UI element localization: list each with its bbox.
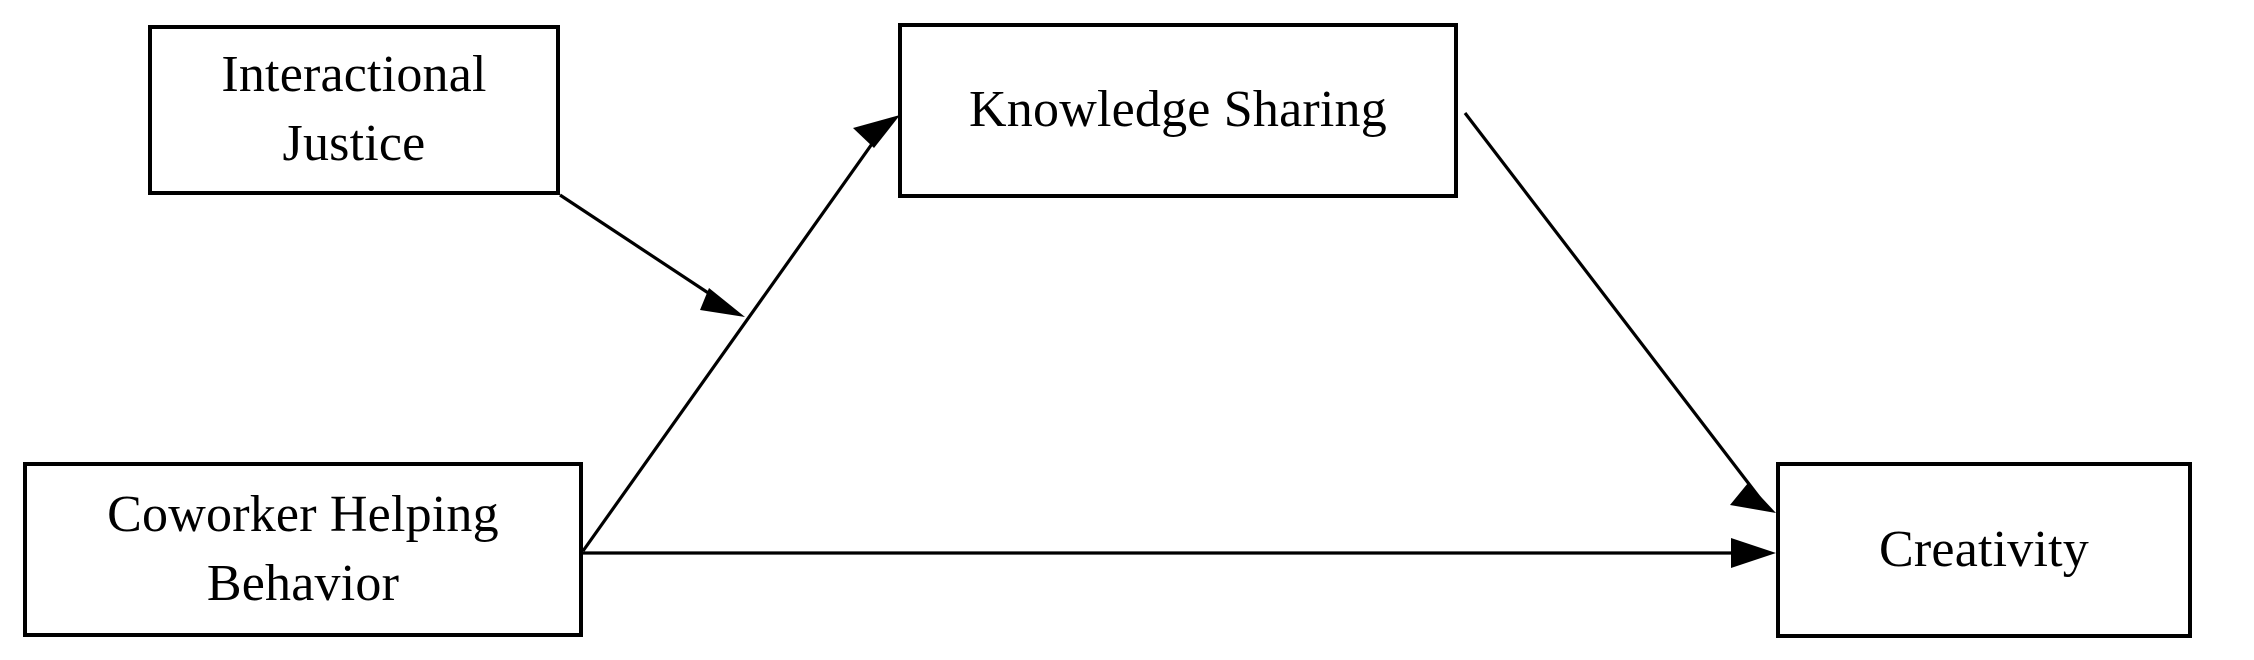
node-creativity[interactable]: Creativity [1776,462,2192,638]
node-interactional-justice[interactable]: Interactional Justice [148,25,560,195]
node-coworker-helping-behavior-line2: Behavior [206,554,400,612]
edge-coworker-helping-behavior-to-creativity [583,538,1776,568]
node-interactional-justice-line1: Interactional [221,46,487,104]
node-interactional-justice-line2: Justice [282,115,426,172]
edge-knowledge-sharing-to-creativity [1463,112,1776,513]
node-knowledge-sharing[interactable]: Knowledge Sharing [898,23,1458,198]
node-creativity-label: Creativity [1879,520,2089,578]
node-knowledge-sharing-label: Knowledge Sharing [969,81,1387,139]
edge-coworker-helping-behavior-to-knowledge-sharing [581,115,900,552]
node-interactional-justice-label: Interactional Justice [152,41,556,178]
edge-interactional-justice-to-path [559,193,745,317]
node-coworker-helping-behavior-line1: Coworker Helping [107,485,499,543]
node-coworker-helping-behavior[interactable]: Coworker Helping Behavior [23,462,583,637]
node-coworker-helping-behavior-label: Coworker Helping Behavior [27,481,579,618]
